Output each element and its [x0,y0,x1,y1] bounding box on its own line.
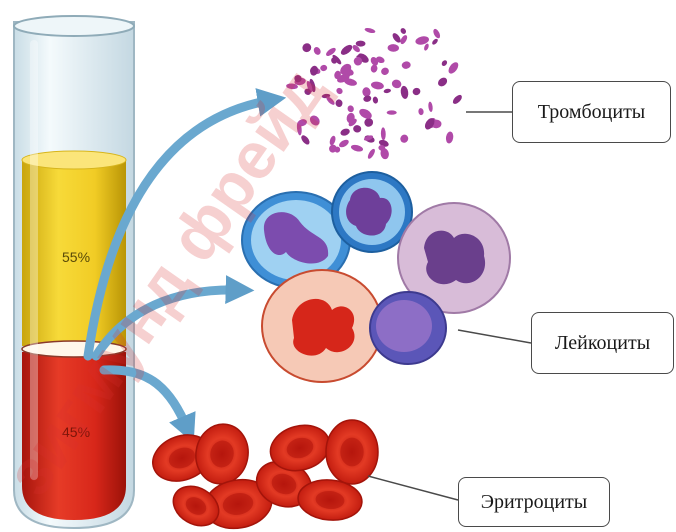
platelet [447,60,461,75]
platelet [356,41,366,47]
platelet [338,138,350,149]
platelet [309,65,319,77]
platelet [381,127,386,140]
erythrocyte [191,420,253,488]
platelet [436,76,449,88]
platelet [383,88,391,94]
platelet [451,93,463,105]
platelets-label: Тромбоциты [512,81,671,143]
platelet [401,61,411,70]
platelet [432,28,442,40]
platelet [372,96,378,104]
platelet [363,95,372,103]
platelet [329,135,337,146]
erythrocyte [326,420,378,484]
leader-erythrocytes [368,476,458,500]
platelet [399,133,410,144]
platelet [431,38,439,46]
platelet [441,59,449,67]
leader-leukocytes [458,330,531,343]
neutrophil [262,270,382,382]
platelet [350,144,364,153]
platelet [423,43,429,51]
platelet [366,148,376,160]
platelet [364,27,376,34]
erythrocytes-label: Эритроциты [458,477,610,527]
platelet [387,110,397,114]
platelet [412,87,422,97]
platelet [380,66,390,76]
platelet [301,41,313,53]
tube-rim [14,16,134,36]
platelet [400,85,409,99]
platelet [399,27,407,35]
platelet [387,44,399,52]
platelet [312,46,322,56]
platelet [428,101,433,112]
platelet [339,43,354,57]
leukocytes-label: Лейкоциты [531,312,674,374]
plasma-percent: 55% [62,249,90,265]
platelet [347,104,355,113]
platelet [391,78,403,89]
platelet [418,108,424,116]
platelet [352,124,361,133]
leukocytes-cluster [242,172,510,382]
lymphocyte [370,292,446,364]
platelet [339,127,350,136]
platelet [445,131,454,144]
platelet [320,64,328,71]
erythrocytes-cluster [146,419,378,532]
platelet [370,64,378,73]
platelet [370,81,384,91]
